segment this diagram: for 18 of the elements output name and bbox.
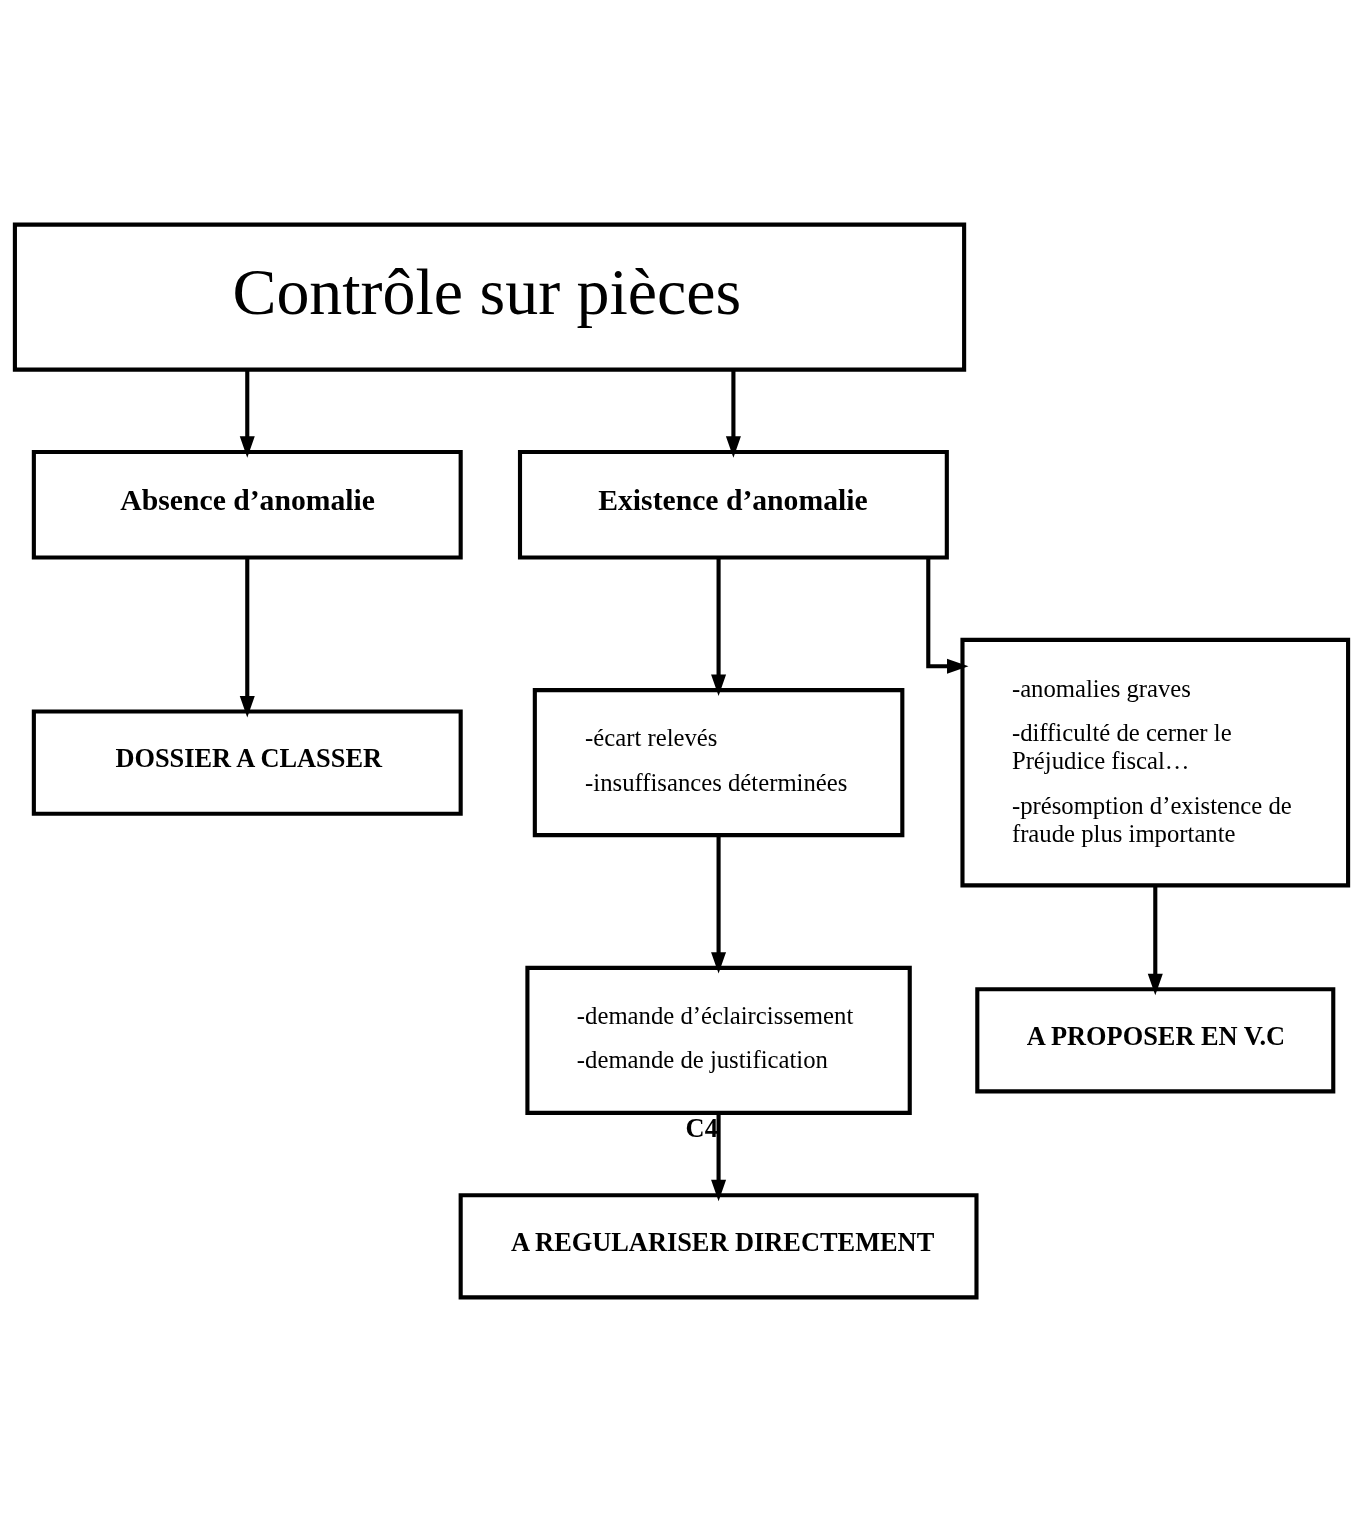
arrow bbox=[725, 369, 741, 458]
node-box: DOSSIER A CLASSER bbox=[31, 709, 463, 816]
node-box: Existence d’anomalie bbox=[517, 449, 949, 560]
arrow bbox=[239, 557, 255, 718]
node-box: Contrôle sur pièces bbox=[12, 222, 967, 372]
arrow bbox=[711, 1112, 727, 1202]
node-box: A REGULARISER DIRECTEMENT bbox=[458, 1193, 979, 1300]
arrow bbox=[1147, 886, 1163, 996]
node-box: -demande d’éclaircissement -demande de justification bbox=[525, 965, 912, 1115]
node-box: Absence d’anomalie bbox=[31, 449, 463, 560]
arrow bbox=[926, 557, 969, 674]
node-box: A PROPOSER EN V.C bbox=[975, 987, 1336, 1094]
edge-label: C4 bbox=[685, 1114, 718, 1144]
arrow bbox=[711, 835, 727, 974]
node-box: -anomalies graves -difficulté de cerner le Préjudice fiscal… -présomption d’existence de fraude plus importante bbox=[960, 637, 1351, 888]
arrow bbox=[711, 557, 727, 697]
arrow bbox=[239, 369, 255, 458]
node-box: -écart relevés -insuffisances déterminées bbox=[532, 688, 905, 838]
